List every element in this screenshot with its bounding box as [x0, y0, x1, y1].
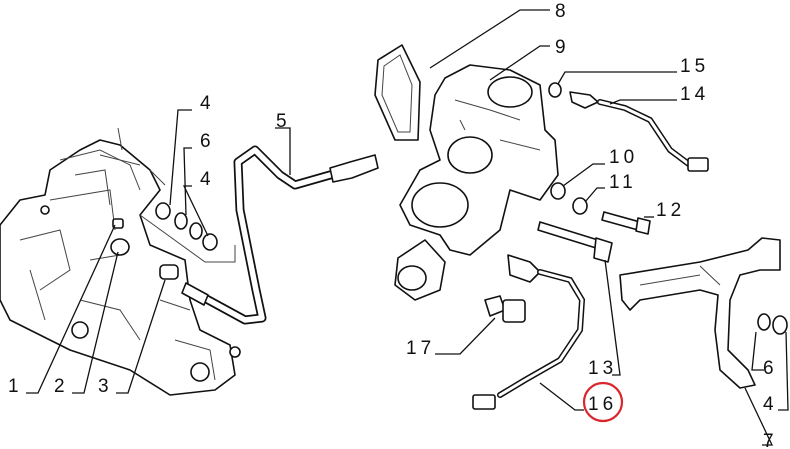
nuts-washers-left — [155, 202, 218, 251]
callout-6-left: 6 — [200, 131, 215, 152]
washer-10 — [550, 182, 566, 200]
sensor-17 — [484, 295, 526, 323]
sensor-16 — [472, 254, 586, 410]
callout-4-mid: 4 — [200, 169, 215, 190]
callout-4-right: 4 — [763, 394, 778, 415]
callout-2: 2 — [54, 376, 69, 397]
bolt-13 — [537, 221, 613, 263]
callout-4-top: 4 — [200, 93, 215, 114]
callout-6-right: 6 — [763, 358, 778, 379]
washer-6-right — [757, 313, 771, 331]
callout-14: 14 — [680, 84, 709, 105]
coolant-hose-5 — [181, 145, 379, 325]
leader-lines — [26, 9, 789, 446]
callout-17: 17 — [406, 338, 435, 359]
bracket-7 — [619, 237, 788, 389]
sensor-14-15 — [548, 82, 709, 172]
nut-11 — [572, 197, 588, 215]
engine-block — [0, 127, 241, 396]
callout-16: 16 — [588, 394, 617, 415]
callout-8: 8 — [555, 1, 570, 22]
callout-10: 10 — [609, 147, 638, 168]
callout-1: 1 — [8, 376, 23, 397]
callout-12: 12 — [656, 200, 685, 221]
parts-1-2-3 — [110, 218, 179, 280]
callout-3: 3 — [98, 376, 113, 397]
callout-11: 11 — [609, 172, 637, 193]
callout-7: 7 — [763, 431, 778, 449]
thermostat-housing-9 — [394, 64, 559, 301]
gasket-8 — [374, 44, 421, 141]
callout-5: 5 — [276, 111, 291, 132]
callout-15: 15 — [680, 56, 709, 77]
nut-4-right — [772, 315, 788, 335]
callout-9: 9 — [555, 37, 570, 58]
callout-13: 13 — [588, 358, 617, 379]
bolt-12 — [601, 211, 651, 235]
highlight-circle-16 — [582, 381, 624, 423]
